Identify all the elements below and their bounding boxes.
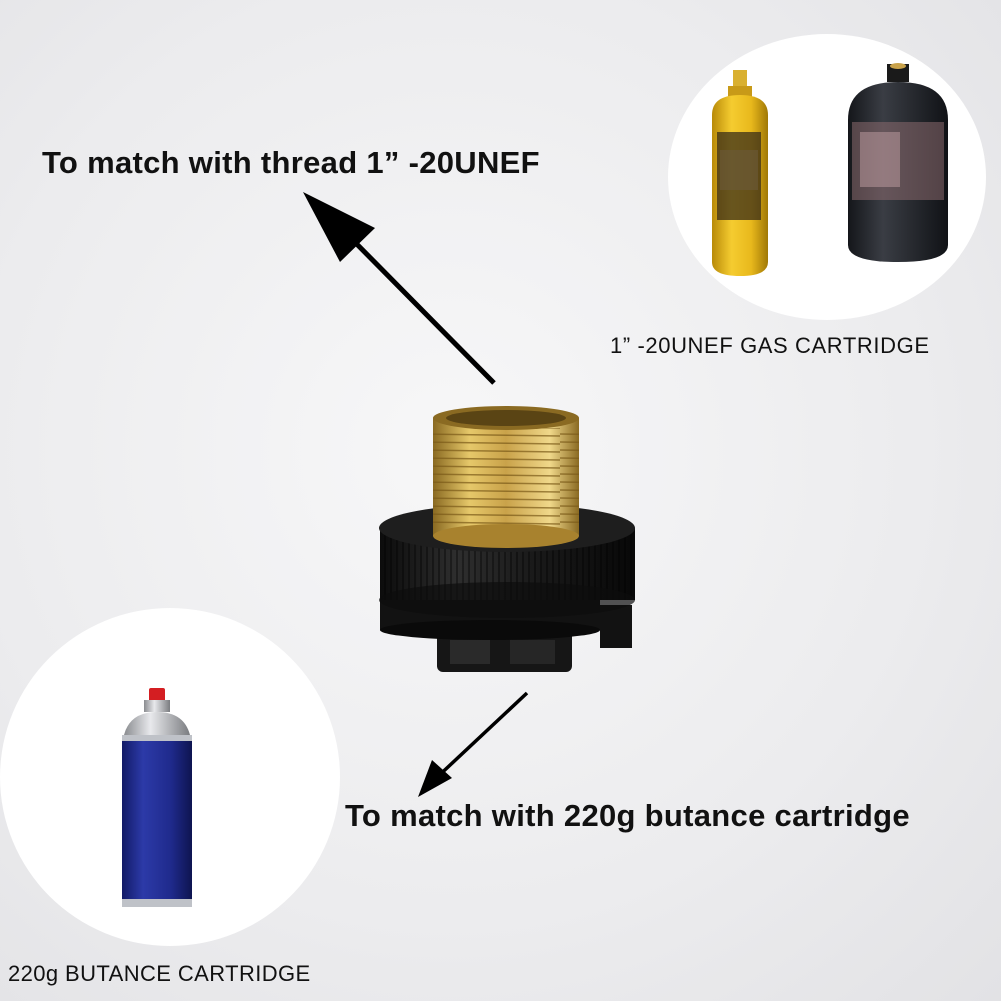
butane-can-image [122,688,192,907]
dark-cartridge-image [848,63,948,262]
yellow-cartridge-image [712,70,768,276]
bottom-arrow-label: To match with 220g butance cartridge [345,798,910,833]
bottom-cartridge-caption: 220g BUTANCE CARTRIDGE [8,961,311,986]
arrow-down-left [418,691,529,797]
adapter-product [379,406,635,672]
top-cartridge-caption: 1” -20UNEF GAS CARTRIDGE [610,333,930,358]
top-arrow-label: To match with thread 1” -20UNEF [42,145,540,180]
arrow-up-left [303,192,496,385]
